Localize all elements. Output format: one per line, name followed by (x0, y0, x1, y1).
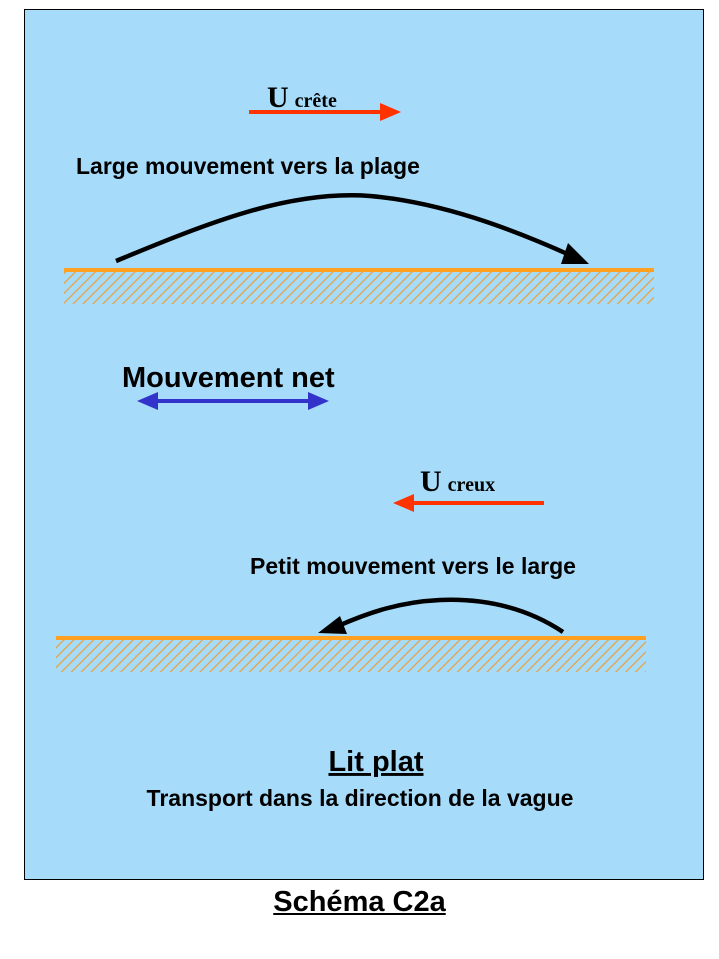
trough-velocity-arrow (393, 494, 544, 512)
crest-velocity-arrow (249, 103, 401, 121)
net-movement-label: Mouvement net (122, 362, 335, 394)
large-motion-label: Large mouvement vers la plage (76, 153, 420, 179)
seabed-top (64, 268, 654, 304)
large-motion-arrow (115, 193, 589, 264)
figure-caption: Schéma C2a (273, 886, 446, 918)
seabed-bottom (56, 636, 646, 672)
conclusion-title: Lit plat (328, 746, 423, 778)
diagram-panel (24, 9, 704, 880)
conclusion-subtitle: Transport dans la direction de la vague (147, 785, 574, 811)
small-motion-arrow (318, 597, 565, 634)
trough-velocity-subscript: creux (448, 474, 495, 496)
crest-velocity-symbol: U (267, 81, 289, 114)
small-motion-label: Petit mouvement vers le large (250, 553, 576, 579)
crest-velocity-subscript: crête (295, 90, 337, 112)
trough-velocity-symbol: U (420, 465, 442, 498)
net-movement-arrow (137, 392, 329, 410)
